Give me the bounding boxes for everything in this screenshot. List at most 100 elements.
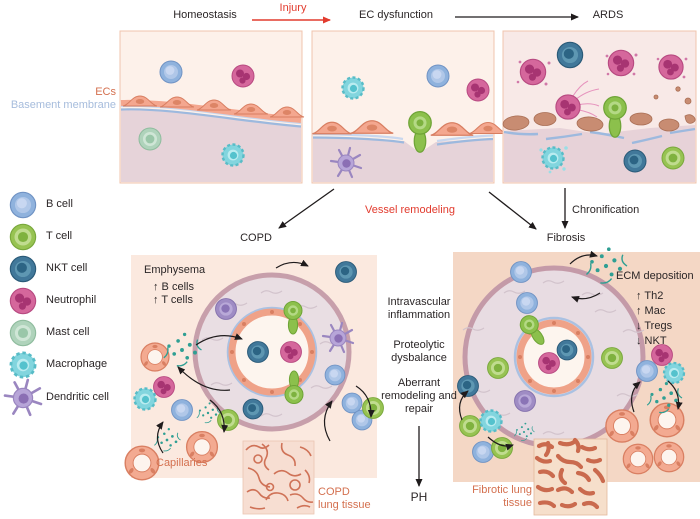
copd-tissue-label: COPD lung tissue xyxy=(318,486,371,511)
b-cells-up-label: ↑ B cells xyxy=(153,281,194,293)
legend-item-mast-cell: Mast cell xyxy=(46,326,90,338)
circulation-arrows xyxy=(156,259,375,454)
macrophage-icon xyxy=(341,76,365,100)
fibrosis-title: Fibrosis xyxy=(546,232,586,244)
dendritic-cell-icon xyxy=(3,378,43,417)
subendothelial-space xyxy=(121,109,301,182)
copd-title: COPD xyxy=(240,232,272,244)
t-cells-up-label: ↑ T cells xyxy=(153,294,193,306)
circulation-arrows xyxy=(458,250,683,451)
proteolytic-dysbalance-label: Proteolytic dysbalance xyxy=(391,339,447,364)
ec-dysfunction-label: EC dysfunction xyxy=(359,9,433,21)
macrophage-icon xyxy=(479,409,503,433)
neutrophil-icon xyxy=(466,78,490,102)
legend-item-neutrophil: Neutrophil xyxy=(46,294,97,306)
b-cell-icon xyxy=(341,392,363,414)
capillaries-label: Capillaries xyxy=(156,457,208,469)
legend-icons xyxy=(3,191,43,417)
b-cell-icon xyxy=(636,360,658,382)
capillary xyxy=(124,445,160,481)
basement-membrane-ring xyxy=(226,306,318,398)
t-cell-icon xyxy=(601,347,623,369)
nkt-cell-icon xyxy=(247,341,269,363)
th2-up-label: ↑ Th2 xyxy=(636,290,664,302)
chronification-label: Chronification xyxy=(572,204,640,216)
t-cell-icon xyxy=(487,357,509,379)
fibrosis-panel xyxy=(453,246,700,516)
basement-membrane xyxy=(120,108,302,128)
injured-macrophage xyxy=(539,146,568,174)
nkt-cell-icon xyxy=(556,41,584,69)
macrophage-icon xyxy=(133,387,157,411)
copd-tissue-inset xyxy=(242,440,315,515)
b-cell-icon xyxy=(171,399,193,421)
ph-label: PH xyxy=(410,490,428,504)
capillary xyxy=(649,402,685,438)
mac-up-label: ↑ Mac xyxy=(636,305,666,317)
macrophage-icon xyxy=(9,351,37,379)
flow-arrows xyxy=(252,13,579,487)
mast-cell-icon xyxy=(9,319,37,347)
basement-membrane-label: Basement membrane xyxy=(10,99,116,111)
nkt-cell-icon xyxy=(242,398,264,420)
fibrotic-tissue-inset xyxy=(533,437,608,516)
capillary xyxy=(653,441,685,473)
t-cell-icon xyxy=(661,146,685,170)
fibrotic-tissue-label: Fibrotic lung tissue xyxy=(472,484,532,509)
capillary xyxy=(622,443,654,475)
intravascular-inflammation-label: Intravascular inflammation xyxy=(387,296,451,321)
nkt-cell-icon xyxy=(335,261,357,283)
b-cell-icon xyxy=(426,64,450,88)
neutrophil-icon xyxy=(280,341,302,363)
ec-dysfunction-panel xyxy=(311,30,508,184)
capillary xyxy=(605,409,639,443)
damaged-ec-layer xyxy=(502,86,696,132)
nkt-cell-icon xyxy=(457,375,479,397)
injury-label: Injury xyxy=(279,2,307,14)
neutrophil-icon xyxy=(538,352,560,374)
legend-item-nkt-cell: NKT cell xyxy=(46,262,88,274)
ards-panel xyxy=(502,30,697,184)
to-copd-arrow xyxy=(278,188,335,229)
macrophage-icon xyxy=(221,143,245,167)
mast-cell-icon xyxy=(138,127,162,151)
b-cell-icon xyxy=(324,364,346,386)
degranulating-neutrophils xyxy=(516,49,688,86)
macrophage-icon xyxy=(662,361,686,385)
subendothelial-space xyxy=(313,138,493,182)
ards-label: ARDS xyxy=(592,9,624,21)
t-cell-icon xyxy=(459,415,481,437)
basement-membrane xyxy=(312,136,405,144)
t-cell-icon xyxy=(9,223,37,251)
nkt-cell-icon xyxy=(556,339,578,361)
broken-basement-membrane xyxy=(503,127,696,145)
neutrophil-icon xyxy=(153,376,175,398)
nkt-down-label: ↓ NKT xyxy=(636,335,667,347)
homeostasis-panel xyxy=(119,30,305,184)
netosis-neutrophil xyxy=(555,80,600,120)
legend-item-b-cell: B cell xyxy=(46,198,73,210)
ecm-deposition-label: ECM deposition xyxy=(616,270,694,282)
basement-membrane-ring xyxy=(513,316,595,398)
legend-item-macrophage: Macrophage xyxy=(46,358,108,370)
legend-item-t-cell: T cell xyxy=(46,230,73,242)
legend-item-dendritic-cell: Dendritic cell xyxy=(46,391,109,403)
t-cell-icon xyxy=(491,437,513,459)
b-cell-icon xyxy=(510,261,532,283)
tregs-down-label: ↓ Tregs xyxy=(636,320,673,332)
b-cell-icon xyxy=(516,292,538,314)
aberrant-remodeling-label: Aberrant remodeling and repair xyxy=(381,377,457,415)
purple-immune-cell xyxy=(514,390,536,412)
basement-membrane xyxy=(436,134,494,143)
neutrophil-icon xyxy=(9,287,37,315)
vessel-remodeling-label: Vessel remodeling xyxy=(365,204,455,216)
b-cell-icon xyxy=(9,191,37,219)
nkt-cell-icon xyxy=(623,149,647,173)
neutrophil-icon xyxy=(231,64,255,88)
b-cell-icon xyxy=(159,60,183,84)
homeostasis-label: Homeostasis xyxy=(173,9,237,21)
copd-panel xyxy=(124,255,384,515)
ec-nuclei xyxy=(230,310,314,394)
emphysema-label: Emphysema xyxy=(144,264,206,276)
